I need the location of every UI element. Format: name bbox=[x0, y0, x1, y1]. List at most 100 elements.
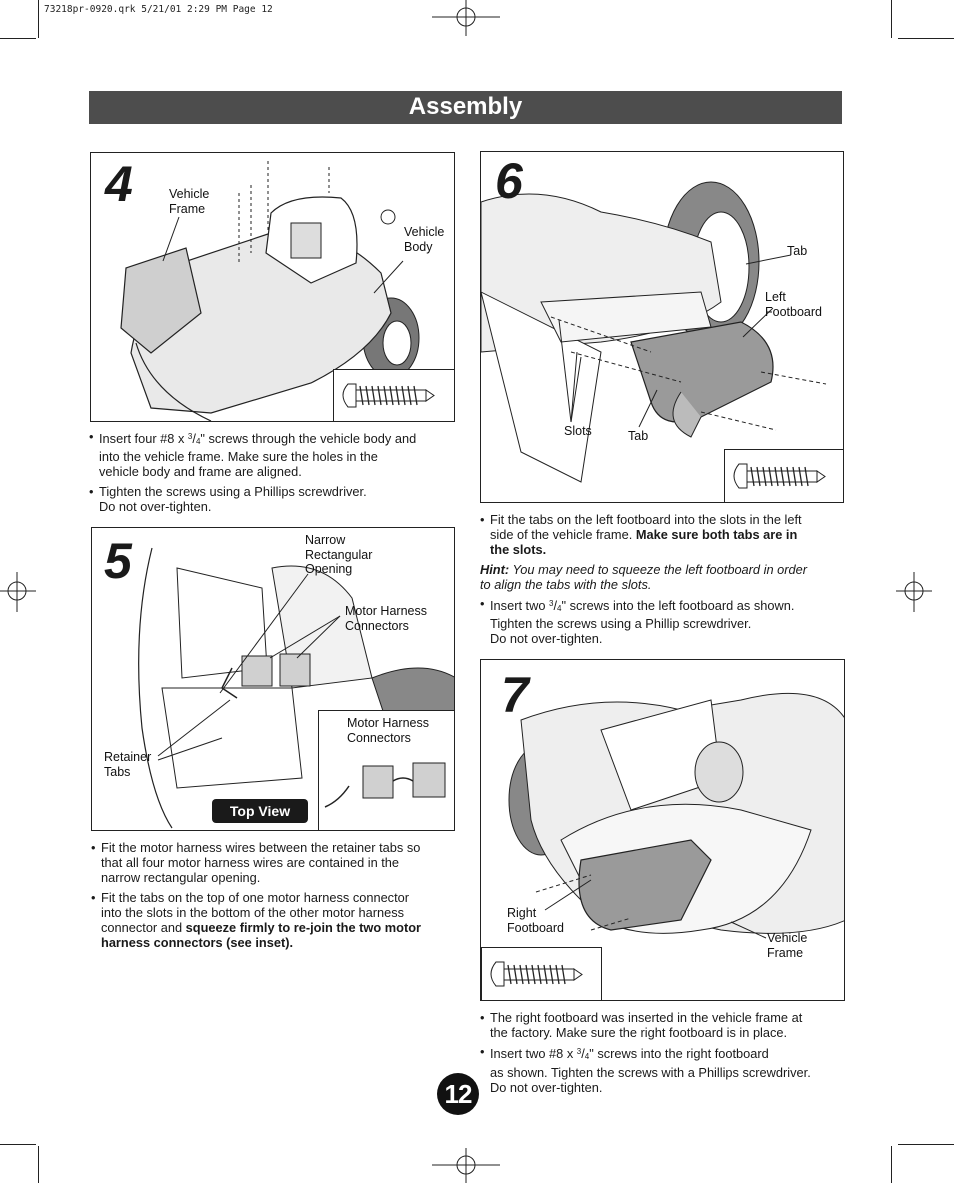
text-fragment: Insert four #8 x bbox=[99, 431, 188, 446]
text-line: that all four motor harness wires are co… bbox=[101, 855, 400, 871]
step-number: 5 bbox=[104, 533, 132, 589]
fraction-numerator: 3 bbox=[576, 1047, 582, 1057]
vehicle-body-frame-drawing bbox=[120, 161, 420, 421]
step4-bullet: Tighten the screws using a Phillips scre… bbox=[89, 484, 459, 514]
step7-bullet: Insert two #8 x 3/4" screws into the rig… bbox=[480, 1044, 852, 1095]
step6-instructions: Fit the tabs on the left footboard into … bbox=[480, 512, 850, 651]
hint-note: Hint: You may need to squeeze the left f… bbox=[480, 562, 850, 592]
text-line: as shown. Tighten the screws with a Phil… bbox=[490, 1064, 811, 1080]
label-right-footboard: Right Footboard bbox=[507, 906, 564, 935]
step6-bullet: Fit the tabs on the left footboard into … bbox=[480, 512, 850, 558]
fraction-slash: / bbox=[553, 598, 558, 614]
inset-label-motor-harness: Motor Harness Connectors bbox=[347, 716, 429, 745]
text-line: Do not over-tighten. bbox=[490, 631, 603, 647]
screw-icon bbox=[342, 383, 435, 408]
step7-illustration: 7 Right Footboard Vehicle Frame bbox=[480, 659, 845, 1001]
step5-illustration: 5 Narrow Rectangular Opening Motor Harne… bbox=[91, 527, 455, 831]
text-fragment: " screws into the left footboard as show… bbox=[561, 598, 795, 614]
crop-mark bbox=[898, 1144, 954, 1145]
text-fragment: side of the vehicle frame. bbox=[490, 527, 636, 543]
section-header: Assembly bbox=[89, 91, 842, 124]
step-number: 4 bbox=[105, 156, 133, 212]
harness-inset: Motor Harness Connectors bbox=[318, 710, 454, 830]
label-tab-top: Tab bbox=[787, 244, 808, 258]
text-line: the factory. Make sure the right footboa… bbox=[490, 1025, 788, 1041]
label-retainer-tabs: Retainer Tabs bbox=[104, 750, 152, 779]
step-number: 6 bbox=[495, 153, 523, 209]
screw-inset bbox=[724, 449, 843, 502]
text-line: Fit the tabs on the top of one motor har… bbox=[101, 889, 410, 905]
crop-mark bbox=[38, 0, 39, 38]
text-fragment: " screws through the vehicle body and bbox=[200, 431, 417, 446]
text-fragment: connector and bbox=[101, 920, 186, 936]
registration-mark-bottom bbox=[432, 1148, 500, 1183]
step4-instructions: Insert four #8 x 3/4" screws through the… bbox=[89, 429, 459, 518]
step7-instructions: The right footboard was inserted in the … bbox=[480, 1010, 852, 1099]
text-line: narrow rectangular opening. bbox=[101, 870, 261, 886]
page-number-badge: 12 bbox=[437, 1073, 479, 1115]
section-title: Assembly bbox=[408, 93, 523, 120]
hint-text: You may need to squeeze the left footboa… bbox=[512, 561, 807, 577]
text-line: The right footboard was inserted in the … bbox=[490, 1010, 803, 1025]
label-slots: Slots bbox=[564, 424, 592, 438]
text-line: Do not over-tighten. bbox=[99, 498, 212, 514]
crop-mark bbox=[891, 1146, 892, 1183]
bold-text: squeeze firmly to re-join the two motor bbox=[185, 920, 422, 936]
right-footboard-drawing bbox=[508, 692, 844, 939]
fraction-denominator: 4 bbox=[195, 437, 201, 446]
fraction-slash: / bbox=[581, 1046, 585, 1062]
text-fragment: Insert two bbox=[490, 598, 550, 614]
step7-bullet: The right footboard was inserted in the … bbox=[480, 1010, 852, 1040]
fraction-denominator: 4 bbox=[584, 1052, 590, 1062]
screw-inset bbox=[481, 947, 602, 1000]
fraction-numerator: 3 bbox=[187, 432, 193, 441]
step6-illustration: 6 Tab Left Footboard Slots Tab bbox=[480, 151, 844, 503]
hint-text: to align the tabs with the slots. bbox=[480, 576, 652, 592]
bold-text: harness connectors (see inset). bbox=[101, 935, 294, 951]
step-number: 7 bbox=[501, 667, 529, 723]
label-narrow-opening: Narrow Rectangular Opening bbox=[305, 533, 373, 576]
fraction-denominator: 4 bbox=[557, 604, 562, 614]
registration-mark-left bbox=[0, 572, 36, 612]
step5-bullet: Fit the tabs on the top of one motor har… bbox=[91, 890, 461, 951]
connector-detail-drawing bbox=[324, 762, 446, 808]
label-motor-harness: Motor Harness Connectors bbox=[345, 604, 427, 633]
text-line: Tighten the screws using a Phillips scre… bbox=[99, 483, 367, 499]
label-left-footboard: Left Footboard bbox=[765, 290, 822, 319]
crop-mark bbox=[0, 38, 36, 39]
motor-harness-drawing bbox=[138, 547, 454, 829]
fraction-slash: / bbox=[192, 431, 196, 446]
file-slug: 73218pr-0920.qrk 5/21/01 2:29 PM Page 12 bbox=[44, 4, 273, 15]
text-line: Fit the tabs on the left footboard into … bbox=[490, 512, 802, 527]
left-footboard-drawing bbox=[481, 181, 827, 483]
text-line: Tighten the screws using a Phillip screw… bbox=[490, 616, 752, 632]
text-line: Fit the motor harness wires between the … bbox=[101, 840, 421, 855]
text-line: vehicle body and frame are aligned. bbox=[99, 464, 302, 480]
label-vehicle-frame: Vehicle Frame bbox=[767, 931, 808, 960]
bold-text: Make sure both tabs are in bbox=[635, 527, 798, 543]
label-vehicle-frame: Vehicle Frame bbox=[169, 187, 210, 216]
step5-bullet: Fit the motor harness wires between the … bbox=[91, 840, 461, 886]
label-vehicle-body: Vehicle Body bbox=[404, 225, 445, 254]
crop-mark bbox=[38, 1146, 39, 1183]
text-line: into the vehicle frame. Make sure the ho… bbox=[99, 449, 378, 465]
top-view-badge: Top View bbox=[212, 799, 308, 823]
text-line: into the slots in the bottom of the othe… bbox=[101, 904, 405, 920]
text-fragment: Insert two #8 x bbox=[490, 1046, 577, 1062]
crop-mark bbox=[898, 38, 954, 39]
fraction-numerator: 3 bbox=[549, 599, 554, 609]
step4-illustration: 4 Vehicle Frame Vehicle Body bbox=[90, 152, 455, 422]
registration-mark-right bbox=[896, 572, 932, 612]
step4-bullet: Insert four #8 x 3/4" screws through the… bbox=[89, 429, 459, 480]
label-tab-bottom: Tab bbox=[628, 429, 649, 443]
step5-instructions: Fit the motor harness wires between the … bbox=[91, 840, 461, 954]
bold-text: the slots. bbox=[490, 542, 547, 558]
hint-label: Hint: bbox=[480, 561, 510, 577]
crop-mark bbox=[0, 1144, 36, 1145]
screw-inset bbox=[333, 369, 454, 421]
text-line: Do not over-tighten. bbox=[490, 1079, 603, 1095]
crop-mark bbox=[891, 0, 892, 38]
step6-bullet: Insert two 3/4" screws into the left foo… bbox=[480, 596, 850, 647]
screw-icon bbox=[490, 961, 583, 987]
registration-mark-top bbox=[432, 0, 500, 36]
